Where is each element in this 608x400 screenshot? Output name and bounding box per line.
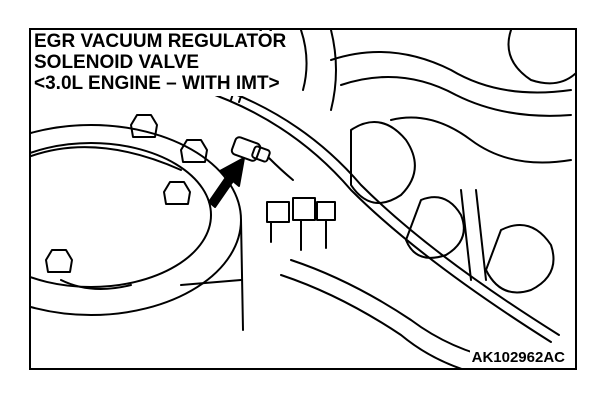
figure-code: AK102962AC xyxy=(469,349,567,366)
pointer-arrow xyxy=(208,157,245,208)
diagram-frame: EGR VACUUM REGULATOR SOLENOID VALVE <3.0… xyxy=(29,28,577,370)
strut-tower xyxy=(31,114,244,331)
title-line-1: EGR VACUUM REGULATOR xyxy=(34,31,287,52)
title-line-2: SOLENOID VALVE xyxy=(34,52,200,73)
diagram-title: EGR VACUUM REGULATOR SOLENOID VALVE <3.0… xyxy=(34,31,291,96)
connector-cluster xyxy=(266,197,336,251)
title-line-3: <3.0L ENGINE – WITH IMT> xyxy=(34,73,280,94)
